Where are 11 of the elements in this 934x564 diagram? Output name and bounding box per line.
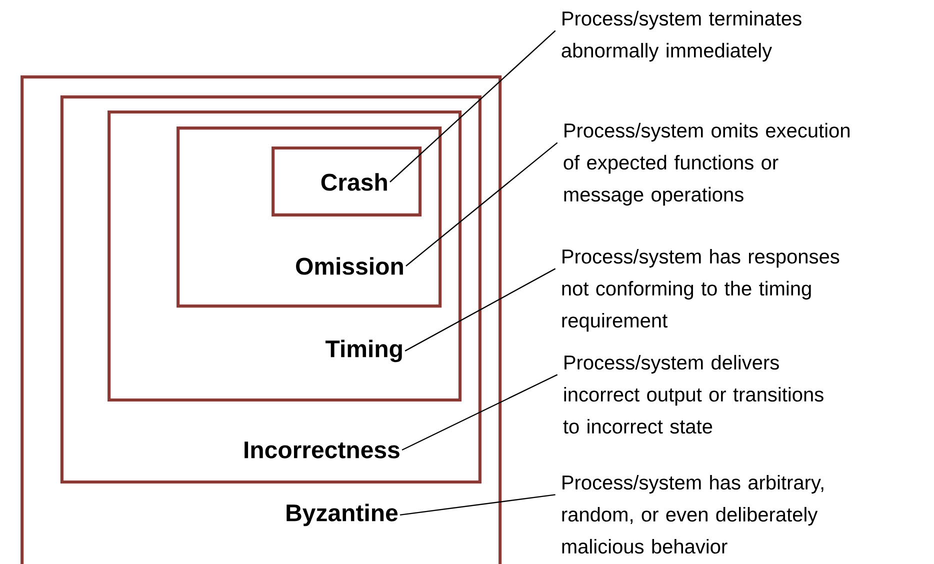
- description-text: Process/system has arbitrary, random, or even deliberately malicious behavior: [562, 474, 824, 554]
- description-text: Process/system omits execution of expected functions or message operations: [564, 122, 850, 206]
- description-text: Process/system terminates abnormally immediately: [562, 10, 802, 62]
- leader-line: [406, 142, 558, 266]
- leader-line: [400, 494, 556, 516]
- description-text: Process/system delivers incorrect output or transitions to incorrect state: [563, 354, 824, 434]
- leader-line: [402, 374, 558, 451]
- nested-box: Crash: [272, 146, 422, 216]
- leader-line: [404, 268, 556, 352]
- description-text: Process/system has responses not conforming to the timing requirement: [562, 248, 840, 332]
- leader-line: [390, 30, 556, 182]
